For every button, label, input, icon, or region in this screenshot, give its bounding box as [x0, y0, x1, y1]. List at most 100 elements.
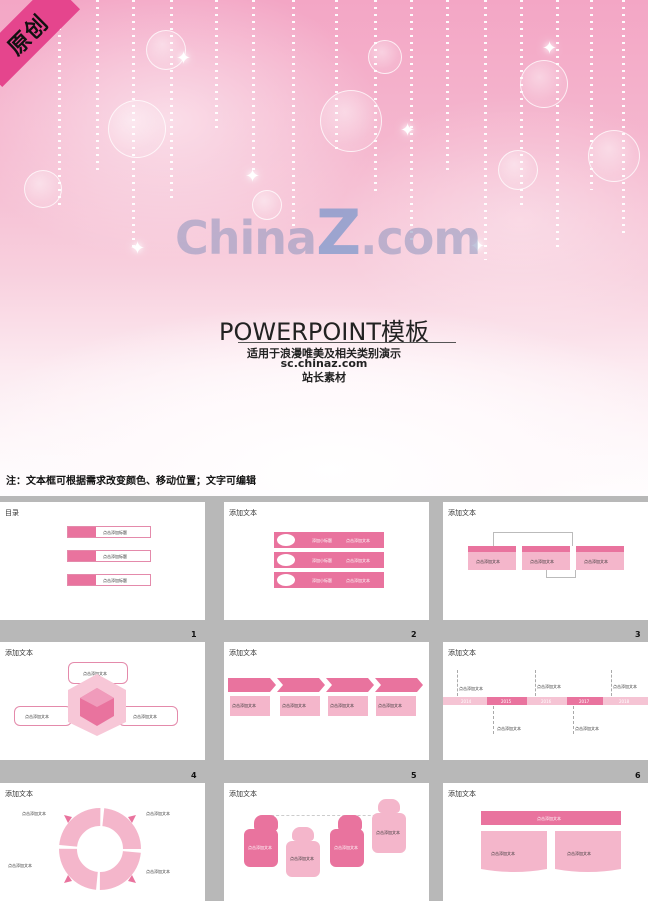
bead-strand	[96, 0, 99, 170]
timeline-tick	[493, 706, 494, 734]
bokeh-bubble	[108, 100, 166, 158]
timeline-tick	[457, 670, 458, 696]
row-circle	[277, 534, 295, 546]
person-card: 点击添加文本	[286, 841, 320, 877]
slide-thumbnail-boxes[interactable]: 添加文本 点击添加文本 点击添加文本 点击添加文本	[443, 502, 648, 620]
row-bar: 添加小标题 点击添加文本	[274, 552, 384, 568]
ring-label: 点击添加文本	[146, 869, 170, 874]
bokeh-bubble	[24, 170, 62, 208]
timeline-year: 2015	[501, 699, 512, 704]
timeline-year: 2018	[619, 699, 630, 704]
sparkle-icon: ✦	[542, 38, 558, 59]
slide-thumbnail-contents[interactable]: 目录 点击添加标题 点击添加标题 点击添加标题	[0, 502, 205, 620]
contents-item-label: 点击添加标题	[103, 554, 127, 559]
slide-thumbnail-hexagon[interactable]: 添加文本 点击添加文本 点击添加文本 点击添加文本	[0, 642, 205, 760]
row-subtitle: 添加小标题	[312, 578, 332, 583]
slide-thumbnail-arrows[interactable]: 添加文本 点击添加文本 点击添加文本 点击添加文本 点击添加文本	[224, 642, 429, 760]
row-bar: 添加小标题 点击添加文本	[274, 532, 384, 548]
bokeh-bubble	[368, 40, 402, 74]
timeline-label: 点击添加文本	[575, 726, 599, 731]
cover-url: sc.chinaz.com	[280, 357, 368, 370]
box-card: 点击添加文本	[522, 546, 570, 570]
ring-label: 点击添加文本	[146, 811, 170, 816]
timeline-tick	[573, 706, 574, 734]
slide-thumbnail-ring[interactable]: 添加文本 点击添加文本 点击添加文本 点击添加文本 点击添加文本	[0, 783, 205, 901]
row-text: 点击添加文本	[346, 578, 370, 583]
slide-title: 添加文本	[229, 790, 257, 798]
banner-label: 点击添加文本	[567, 851, 591, 856]
label-text: 点击添加文本	[25, 714, 49, 719]
sparkle-icon: ✦	[400, 120, 416, 141]
bead-strand	[170, 0, 173, 200]
slide-thumbnail-banners[interactable]: 添加文本 点击添加文本 点击添加文本 点击添加文本	[443, 783, 648, 901]
bead-strand	[590, 0, 593, 190]
person-label: 点击添加文本	[290, 856, 314, 861]
slide-thumbnail-people[interactable]: 添加文本 点击添加文本 点击添加文本 点击添加文本 点击添加文本	[224, 783, 429, 901]
row-circle	[277, 574, 295, 586]
bokeh-bubble	[320, 90, 382, 152]
step-label: 点击添加文本	[378, 703, 402, 708]
bead-strand	[335, 0, 338, 150]
edit-note: 注：文本框可根据需求改变颜色、移动位置；文字可编辑	[6, 476, 256, 487]
contents-item-marker	[68, 575, 96, 585]
step-box: 点击添加文本	[328, 696, 368, 716]
timeline-label: 点击添加文本	[613, 684, 637, 689]
label-text: 点击添加文本	[83, 671, 107, 676]
row-subtitle: 添加小标题	[312, 538, 332, 543]
box-body	[468, 552, 516, 570]
person-label: 点击添加文本	[334, 845, 358, 850]
timeline-bar	[443, 697, 648, 705]
slide-title: 添加文本	[448, 509, 476, 517]
row-subtitle: 添加小标题	[312, 558, 332, 563]
bead-strand	[520, 0, 523, 210]
banner-label: 点击添加文本	[537, 816, 561, 821]
slide-thumbnail-rows[interactable]: 添加文本 添加小标题 点击添加文本 添加小标题 点击添加文本 添加小标题 点击添…	[224, 502, 429, 620]
person-head	[254, 815, 278, 831]
timeline-segment	[487, 697, 527, 705]
bokeh-bubble	[588, 130, 640, 182]
bead-strand	[58, 0, 61, 210]
timeline-tick	[611, 670, 612, 696]
timeline-label: 点击添加文本	[537, 684, 561, 689]
ring-label: 点击添加文本	[8, 863, 32, 868]
watermark-z: Z	[316, 196, 361, 269]
watermark-text: China	[175, 211, 317, 265]
banner-pair	[481, 831, 621, 872]
step-label: 点击添加文本	[282, 703, 306, 708]
label-text: 点击添加文本	[133, 714, 157, 719]
sparkle-icon: ✦	[130, 238, 146, 259]
slide-thumbnail-timeline[interactable]: 添加文本 2014 2015 2016 2017 2018 点击添加文本 点击添…	[443, 642, 648, 760]
box-header	[576, 546, 624, 552]
box-label: 点击添加文本	[530, 559, 554, 564]
connector-line	[493, 532, 573, 546]
contents-item-label: 点击添加标题	[103, 578, 127, 583]
step-box: 点击添加文本	[280, 696, 320, 716]
watermark-tail: .com	[360, 211, 481, 265]
sparkle-icon: ✦	[470, 236, 486, 257]
bead-strand	[556, 0, 559, 250]
contents-item: 点击添加标题	[67, 550, 151, 562]
bokeh-bubble	[252, 190, 282, 220]
timeline-year: 2016	[541, 699, 552, 704]
step-box: 点击添加文本	[230, 696, 270, 716]
hexagon-diagram	[68, 674, 126, 736]
title-divider	[238, 342, 456, 343]
connector-line	[546, 570, 576, 578]
contents-item-marker	[68, 527, 96, 537]
badge-label: 原创	[3, 10, 54, 61]
page-number: 3	[635, 630, 641, 639]
sparkle-icon: ✦	[176, 48, 192, 69]
box-body	[522, 552, 570, 570]
slide-title: 添加文本	[448, 649, 476, 657]
banner-top: 点击添加文本	[481, 811, 621, 825]
step-label: 点击添加文本	[232, 703, 256, 708]
sparkle-icon: ✦	[245, 166, 261, 187]
person-head	[378, 799, 400, 813]
timeline-tick	[535, 670, 536, 696]
bead-strand	[622, 0, 625, 235]
step-label: 点击添加文本	[330, 703, 354, 708]
box-label: 点击添加文本	[584, 559, 608, 564]
banner-label: 点击添加文本	[491, 851, 515, 856]
person-card: 点击添加文本	[372, 813, 406, 853]
page-number: 2	[411, 630, 417, 639]
